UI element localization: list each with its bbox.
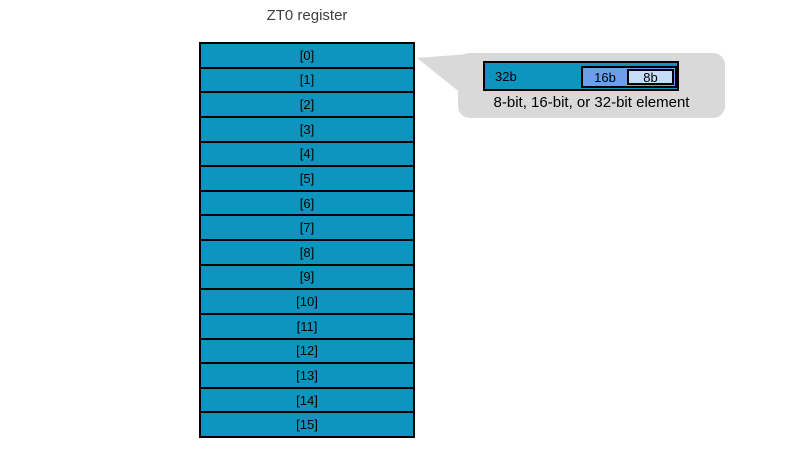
register-row: [5]: [201, 167, 413, 192]
register-row: [0]: [201, 44, 413, 69]
register-row: [12]: [201, 340, 413, 365]
register-row: [15]: [201, 413, 413, 436]
register-row-label: [8]: [299, 244, 315, 260]
register-row: [1]: [201, 69, 413, 94]
register-row-label: [15]: [296, 417, 318, 433]
register-row-label: [12]: [296, 343, 318, 359]
register-row-label: [3]: [299, 121, 315, 137]
segment-8b-box: 8b: [627, 69, 674, 85]
segment-32b-label: 32b: [495, 68, 517, 84]
register-row: [3]: [201, 118, 413, 143]
register-row-label: [10]: [296, 294, 318, 310]
register-row: [2]: [201, 93, 413, 118]
element-size-callout: 32b 16b 8b 8-bit, 16-bit, or 32-bit elem…: [458, 53, 725, 118]
register-row: [10]: [201, 290, 413, 315]
register-row-label: [11]: [296, 318, 318, 334]
register-row: [7]: [201, 216, 413, 241]
register-row-label: [14]: [296, 392, 318, 408]
zt0-register-stack: [0] [1] [2] [3] [4] [5] [6] [7] [8] [9] …: [199, 42, 415, 438]
register-row-label: [2]: [299, 97, 315, 113]
register-row: [8]: [201, 241, 413, 266]
register-row-label: [13]: [296, 367, 318, 383]
register-row: [9]: [201, 266, 413, 291]
register-row: [4]: [201, 143, 413, 168]
register-row-label: [5]: [299, 170, 315, 186]
callout-caption: 8-bit, 16-bit, or 32-bit element: [493, 94, 690, 111]
register-row: [13]: [201, 364, 413, 389]
register-row-label: [0]: [299, 47, 315, 63]
register-row-label: [4]: [299, 146, 315, 162]
register-row-label: [6]: [299, 195, 315, 211]
callout-tail: [417, 54, 468, 94]
register-row-label: [9]: [299, 269, 315, 285]
segment-16b-label: 16b: [594, 69, 616, 85]
register-row-label: [1]: [299, 72, 315, 88]
register-row-label: [7]: [299, 220, 315, 236]
segment-16b-box: 16b 8b: [581, 66, 677, 88]
register-row: [14]: [201, 389, 413, 414]
register-row: [6]: [201, 192, 413, 217]
element-size-bar: 32b 16b 8b: [483, 61, 679, 91]
figure-title: ZT0 register: [266, 7, 348, 24]
register-row: [11]: [201, 315, 413, 340]
segment-8b-label: 8b: [643, 69, 658, 85]
